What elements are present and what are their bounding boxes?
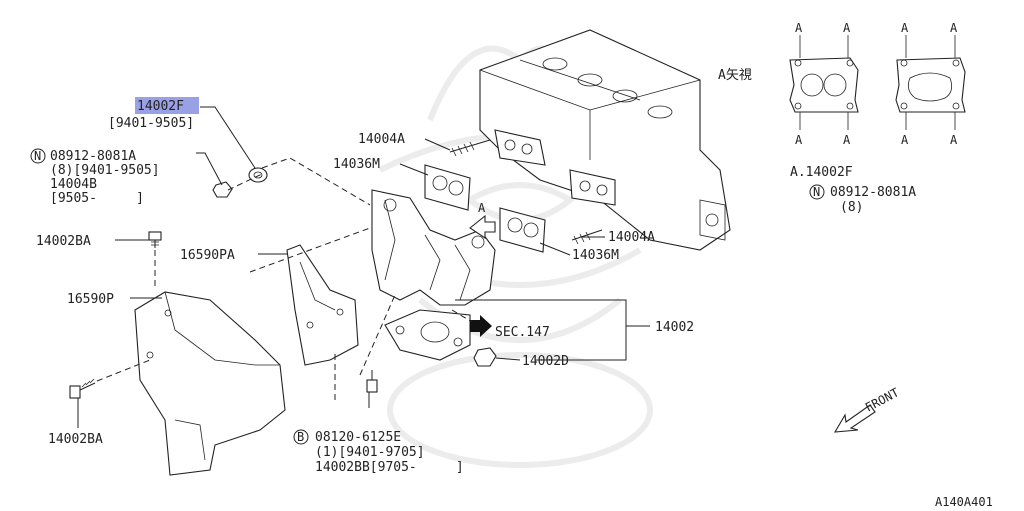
detail-a-tr: A (843, 21, 851, 35)
detail-a-tl: A (795, 21, 803, 35)
label-08120-6125e[interactable]: 08120-6125E (315, 430, 401, 445)
view-a-arrow (469, 214, 496, 240)
assembly-lines (96, 157, 473, 400)
detail-gasket-right (895, 35, 966, 130)
b-mark: B (297, 430, 304, 444)
label-08912-sub: (8)[9401-9505] (50, 163, 160, 178)
label-14004a-top[interactable]: 14004A (358, 132, 405, 147)
detail-caption-14002f: A.14002F (790, 165, 853, 180)
label-14004b[interactable]: 14004B (50, 177, 97, 192)
label-14002[interactable]: 14002 (655, 320, 694, 335)
detail-a-br2: A (950, 133, 958, 147)
detail-a-bl2: A (901, 133, 909, 147)
front-arrow (833, 404, 876, 433)
label-view-a: A矢視 (718, 68, 752, 83)
sec147-arrow (470, 315, 492, 337)
bolt-08120-6125e (366, 370, 378, 393)
label-16590p[interactable]: 16590P (67, 292, 114, 307)
detail-label-qty: (8) (840, 200, 863, 215)
label-14002f-date: [9401-9505] (108, 116, 194, 131)
gasket-14036m-lower (499, 207, 546, 253)
detail-gasket-left (789, 35, 859, 130)
nut-14002d (473, 347, 497, 367)
highlight-14002f (135, 97, 199, 114)
nut-14004b (212, 181, 233, 198)
label-14002ba-top[interactable]: 14002BA (36, 234, 91, 249)
label-14036m-top[interactable]: 14036M (333, 157, 380, 172)
label-14036m-right[interactable]: 14036M (572, 248, 619, 263)
label-08120-sub: (1)[9401-9705] (315, 445, 425, 460)
b-circle-mark (293, 429, 309, 445)
label-14004a-right[interactable]: 14004A (608, 230, 655, 245)
stud-14004a-upper (449, 139, 491, 157)
n-mark: N (34, 149, 41, 163)
washer-14002f (248, 167, 268, 183)
detail-n-mark: N (813, 185, 820, 199)
label-14002d[interactable]: 14002D (522, 354, 569, 369)
label-14004b-date: [9505- ] (50, 191, 144, 206)
detail-label-08912[interactable]: 08912-8081A (830, 185, 916, 200)
figure-id: A140A401 (935, 495, 993, 509)
n-circle-mark (30, 148, 46, 164)
leader-lines (77, 106, 650, 428)
heat-insulator-16590pa (286, 244, 359, 366)
label-08912-8081a[interactable]: 08912-8081A (50, 149, 136, 164)
bolt-14002ba-top (148, 231, 162, 248)
label-sec147[interactable]: SEC.147 (495, 325, 550, 340)
gasket-14036m-upper (424, 164, 471, 211)
bolt-14002ba-bottom (69, 378, 96, 399)
detail-a-br: A (843, 133, 851, 147)
label-14002bb[interactable]: 14002BB[9705- ] (315, 460, 464, 475)
stud-14004a-lower (571, 229, 603, 245)
gasket-14036m-head-upper (494, 129, 546, 166)
detail-a-tr2: A (950, 21, 958, 35)
detail-a-tl2: A (901, 21, 909, 35)
label-view-arrow-a: A (478, 201, 486, 215)
label-16590pa[interactable]: 16590PA (180, 248, 235, 263)
detail-n-circle (809, 184, 825, 200)
exhaust-manifold-14002 (371, 189, 496, 361)
label-14002ba-bottom[interactable]: 14002BA (48, 432, 103, 447)
gasket-14036m-head-lower (569, 169, 616, 206)
label-front: FRONT (863, 385, 901, 414)
label-14002f[interactable]: 14002F (137, 99, 184, 114)
heat-insulator-16590p (134, 291, 286, 476)
detail-a-bl: A (795, 133, 803, 147)
